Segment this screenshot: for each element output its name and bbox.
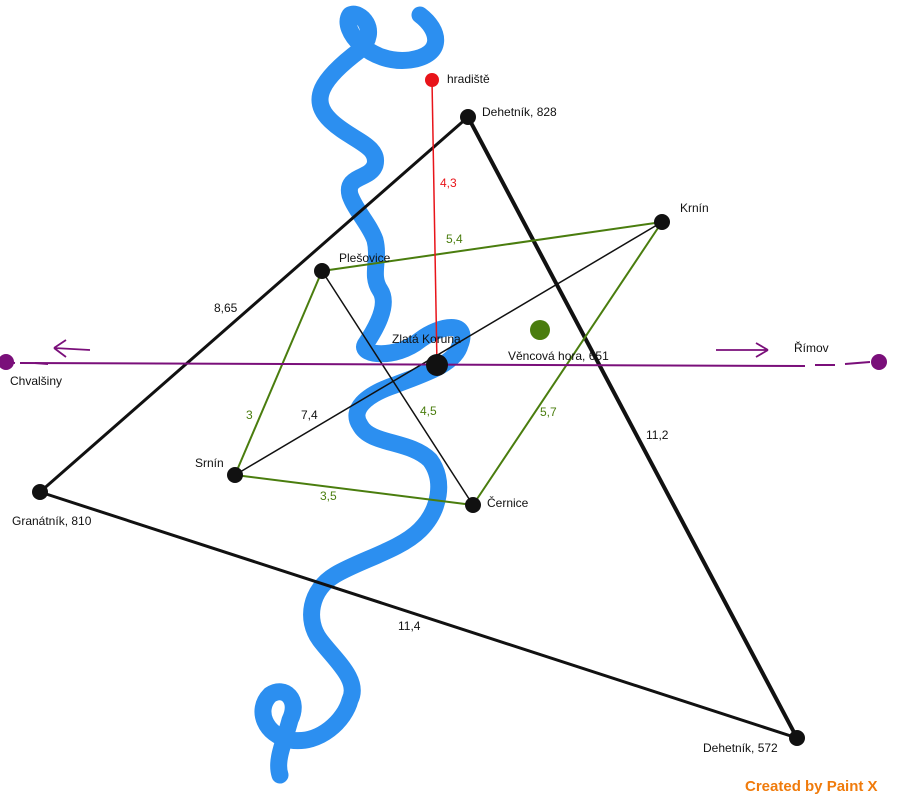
label-granatnik: Granátník, 810: [12, 514, 92, 528]
label-krnin: Krnín: [680, 201, 709, 215]
points: [32, 73, 805, 746]
label-vencova-hora: Věncová hora, 651: [508, 349, 609, 363]
dist-dehetnik-north-dehetnik-south: 11,2: [646, 428, 669, 442]
distance-labels: 4,3 5,4 8,65 3 7,4 4,5 5,7 11,2 3,5 11,4: [214, 176, 669, 633]
dot-rimov: [871, 354, 887, 370]
outer-triangle: [39, 115, 799, 740]
dist-granatnik-dehetnik-south: 11,4: [398, 619, 421, 633]
dot-dehetnik-south: [789, 730, 805, 746]
line-srnin-krnin: [234, 221, 663, 476]
arrow-east-icon: [716, 342, 769, 358]
dist-srnin-plesovice: 3: [246, 408, 253, 422]
line-granatnik-dehetnik-north: [39, 115, 469, 494]
dash-west-2: [34, 362, 49, 365]
green-quadrilateral: [234, 221, 663, 506]
dist-plesovice-cernice: 4,5: [420, 404, 437, 418]
dist-cernice-krnin: 5,7: [540, 405, 557, 419]
dot-cernice: [465, 497, 481, 513]
dist-hradiste-zlata-koruna: 4,3: [440, 176, 457, 190]
arrow-west-icon: [53, 339, 91, 358]
line-plesovice-krnin: [321, 221, 663, 272]
line-chvalsiny-rimov: [19, 362, 806, 367]
dot-dehetnik-north: [460, 109, 476, 125]
label-chvalsiny: Chvalšiny: [10, 374, 62, 388]
dot-srnin: [227, 467, 243, 483]
dot-chvalsiny: [0, 354, 14, 370]
label-cernice: Černice: [487, 495, 529, 510]
dot-hradiste: [425, 73, 439, 87]
dist-srnin-krnin: 7,4: [301, 408, 318, 422]
dash-east-2: [844, 361, 871, 365]
label-hradiste: hradiště: [447, 72, 490, 86]
dot-krnin: [654, 214, 670, 230]
line-krnin-cernice: [472, 221, 663, 506]
label-rimov: Římov: [794, 340, 829, 355]
dist-plesovice-krnin: 5,4: [446, 232, 463, 246]
inner-black-lines: [234, 221, 663, 506]
line-cernice-srnin: [234, 474, 474, 506]
label-srnin: Srnín: [195, 456, 224, 470]
dist-granatnik-dehetnik-north: 8,65: [214, 301, 238, 315]
label-dehetnik-south: Dehetník, 572: [703, 741, 778, 755]
place-labels: hradiště Dehetník, 828 Krnín Plešovice Z…: [10, 72, 829, 755]
river-path: [254, 5, 471, 784]
line-hradiste-zlata-koruna: [431, 79, 438, 366]
line-granatnik-dehetnik-south: [39, 490, 798, 740]
label-plesovice: Plešovice: [339, 251, 391, 265]
line-dehetnik-north-dehetnik-south: [466, 116, 799, 739]
label-dehetnik-north: Dehetník, 828: [482, 105, 557, 119]
purple-axis: [0, 339, 887, 370]
line-plesovice-cernice: [321, 270, 474, 506]
dot-vencova-hora: [530, 320, 550, 340]
credit-text: Created by Paint X: [745, 778, 878, 795]
dist-srnin-cernice: 3,5: [320, 489, 337, 503]
river: [254, 5, 471, 784]
line-srnin-plesovice: [234, 270, 323, 476]
label-zlata-koruna: Zlatá Koruna: [392, 332, 461, 346]
dot-plesovice: [314, 263, 330, 279]
dot-granatnik: [32, 484, 48, 500]
dot-zlata-koruna: [426, 354, 448, 376]
